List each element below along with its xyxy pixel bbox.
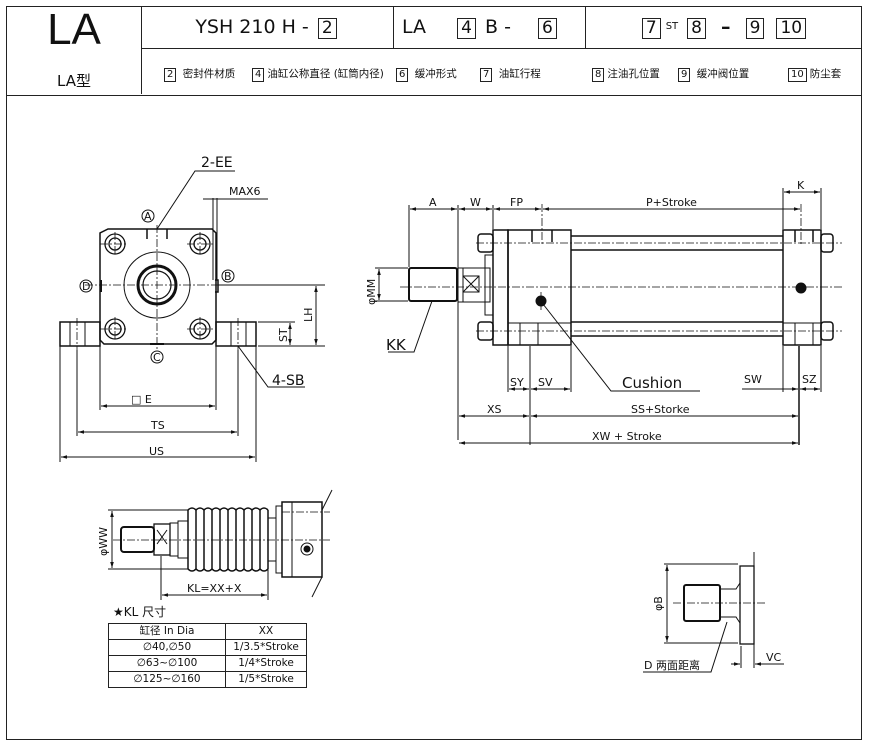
code-prefix: YSH 210 H -	[195, 16, 309, 38]
label-a: A	[429, 196, 437, 209]
label-4sb: 4-SB	[272, 373, 304, 389]
table-cell: ∅40,∅50	[108, 639, 226, 656]
label-sv: SV	[538, 376, 553, 389]
legend-item: 9 缓冲阀位置	[678, 66, 749, 82]
bellows	[187, 507, 269, 572]
label-d: D 两面距离	[644, 658, 700, 672]
code-box-7: 7	[641, 18, 661, 39]
model-name: LA型	[57, 72, 91, 90]
table-row: ∅40,∅50 1/3.5*Stroke	[108, 639, 307, 656]
label-port-d: D	[82, 280, 90, 293]
label-lh: LH	[302, 308, 315, 322]
table-header: 缸径 In Dia	[108, 623, 226, 640]
label-max6: MAX6	[229, 185, 261, 198]
table-header: XX	[225, 623, 307, 640]
tie-rod-nuts	[104, 233, 211, 340]
boot-view	[108, 489, 333, 600]
code-part-2: LA 4 B - 6	[394, 6, 586, 48]
table-cell: ∅63~∅100	[108, 655, 226, 672]
boot-rod	[120, 526, 155, 553]
code-la: LA	[402, 16, 427, 38]
code-box-4: 4	[457, 18, 476, 39]
label-st: ST	[277, 328, 290, 342]
front-view	[59, 170, 325, 462]
code-box-8: 8	[687, 18, 706, 39]
label-us: US	[149, 445, 164, 458]
dimension-labels: 2-EE MAX6 A B D C LH ST 4-SB □ E TS US A…	[82, 155, 817, 672]
label-port-b: B	[224, 270, 232, 283]
table-cell: 1/3.5*Stroke	[225, 639, 307, 656]
piston-rod	[408, 267, 458, 302]
label-ss: SS+Storke	[631, 403, 690, 416]
code-st: ST	[665, 21, 679, 32]
label-2ee: 2-EE	[201, 155, 233, 171]
code-box-6: 6	[538, 18, 557, 39]
kl-table: 缸径 In Dia XX ∅40,∅50 1/3.5*Stroke ∅63~∅1…	[108, 623, 307, 688]
model-code: LA	[47, 5, 101, 54]
rod-end-view	[643, 552, 784, 673]
table-cell: ∅125~∅160	[108, 671, 226, 688]
table-cell: 1/5*Stroke	[225, 671, 307, 688]
label-p-stroke: P+Stroke	[646, 196, 697, 209]
side-view	[375, 188, 842, 445]
model-cell: LA LA型	[6, 6, 142, 94]
label-xw: XW + Stroke	[592, 430, 662, 443]
label-ts: TS	[150, 419, 165, 432]
legend-item: 7 油缸行程	[480, 66, 541, 82]
code-part-3: 7 ST 8 – 9 10	[586, 6, 862, 48]
foot-right	[215, 321, 257, 347]
label-kk: KK	[386, 336, 407, 354]
legend-item: 6 缓冲形式	[396, 66, 457, 82]
code-box-10: 10	[776, 18, 807, 39]
label-ww: φWW	[97, 527, 110, 556]
drawing-frame	[6, 6, 862, 740]
label-k: K	[797, 179, 805, 192]
table-cell: 1/4*Stroke	[225, 655, 307, 672]
title-block: LA LA型 YSH 210 H - 2 LA 4 B - 6 7 ST 8 – 9…	[6, 6, 862, 96]
rear-head	[782, 229, 822, 346]
label-fp: FP	[510, 196, 523, 209]
code-box-2: 2	[317, 18, 337, 39]
table-row: ∅125~∅160 1/5*Stroke	[108, 671, 307, 688]
table-header-row: 缸径 In Dia XX	[108, 623, 307, 640]
label-kl: KL=XX+X	[187, 582, 242, 595]
legend-item: 2 密封件材质	[164, 66, 235, 82]
foot-left	[59, 321, 101, 347]
label-sz: SZ	[802, 373, 817, 386]
label-mm: φMM	[365, 279, 378, 305]
code-box-9: 9	[745, 18, 765, 39]
label-vc: VC	[766, 651, 782, 664]
head-square	[99, 228, 217, 345]
front-head	[507, 229, 572, 346]
rear-port	[795, 282, 807, 294]
label-sy: SY	[510, 376, 524, 389]
kl-table-title: ★KL 尺寸	[113, 605, 166, 619]
code-row: YSH 210 H - 2 LA 4 B - 6 7 ST 8 – 9 10	[142, 6, 862, 49]
label-b: φB	[652, 596, 665, 611]
label-port-c: C	[153, 351, 161, 364]
code-part-1: YSH 210 H - 2	[142, 6, 394, 48]
code-b: B -	[485, 16, 511, 38]
label-sw: SW	[744, 373, 762, 386]
label-cushion: Cushion	[622, 374, 682, 392]
label-xs: XS	[487, 403, 502, 416]
label-w: W	[470, 196, 481, 209]
table-row: ∅63~∅100 1/4*Stroke	[108, 655, 307, 672]
label-e: □ E	[131, 393, 152, 406]
label-port-a: A	[144, 210, 152, 223]
code-dash: –	[721, 16, 731, 38]
